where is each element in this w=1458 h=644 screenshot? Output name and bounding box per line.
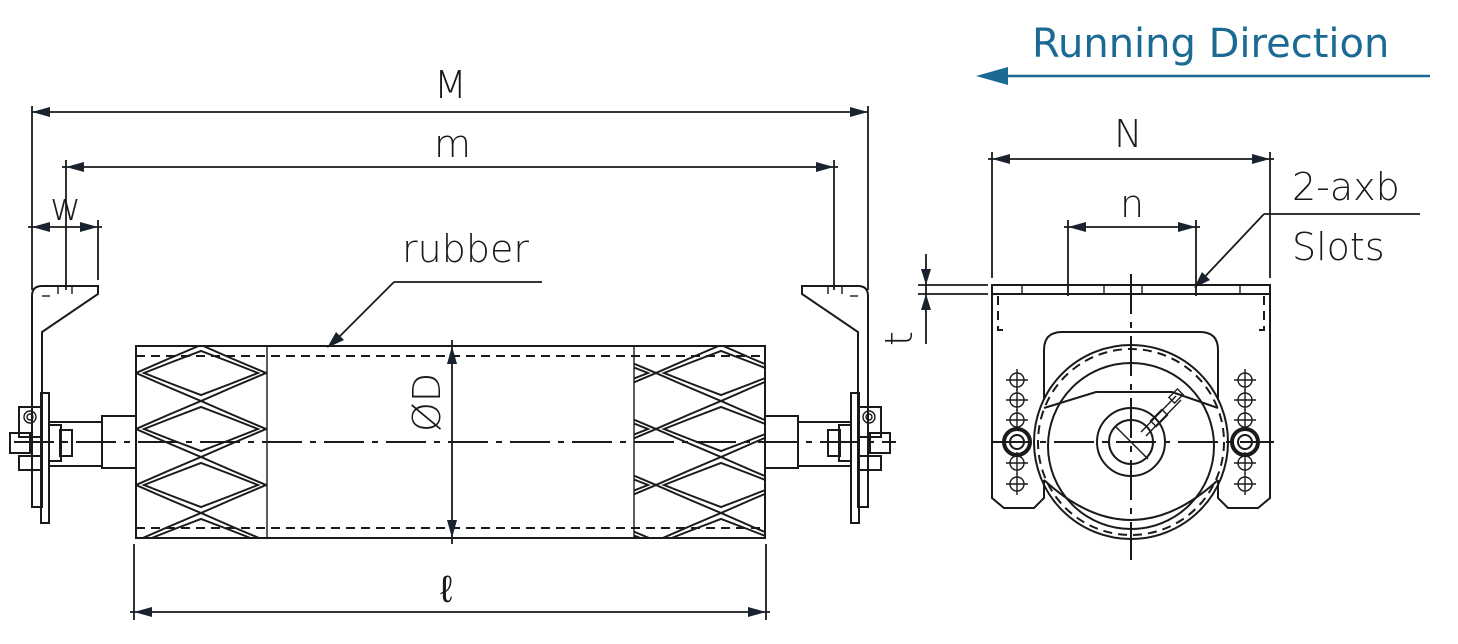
dimension-label-t: t bbox=[877, 331, 921, 346]
dimension-OD: ØD bbox=[405, 340, 457, 544]
arrow-icon bbox=[447, 520, 457, 538]
arrow-icon bbox=[32, 107, 50, 117]
adjustment-holes-left bbox=[1002, 369, 1032, 495]
callout-label-slots: Slots bbox=[1292, 225, 1385, 269]
dimension-label-l: ℓ bbox=[440, 567, 452, 611]
side-view: M m w rubber bbox=[9, 63, 896, 620]
grease-nipple-icon bbox=[1140, 387, 1185, 437]
dimension-m: m bbox=[62, 122, 838, 290]
dimension-l: ℓ bbox=[130, 544, 770, 620]
arrow-icon bbox=[1252, 154, 1270, 164]
arrow-icon bbox=[748, 607, 766, 617]
arrow-icon bbox=[1178, 222, 1196, 232]
running-direction-label: Running Direction bbox=[1032, 21, 1389, 67]
adjustment-holes-right bbox=[1230, 369, 1260, 495]
dimension-w: w bbox=[28, 185, 102, 280]
arrow-icon bbox=[32, 222, 50, 232]
callout-slots: 2-axb Slots bbox=[1194, 165, 1420, 288]
arrow-icon bbox=[447, 346, 457, 364]
right-bracket bbox=[801, 285, 891, 524]
running-direction: Running Direction bbox=[976, 21, 1430, 85]
callout-rubber: rubber bbox=[327, 227, 542, 348]
running-direction-arrow-icon bbox=[976, 67, 1008, 85]
arrow-icon bbox=[921, 294, 931, 310]
arrow-icon bbox=[1068, 222, 1086, 232]
dimension-label-OD: ØD bbox=[405, 373, 449, 432]
dimension-label-n: n bbox=[1120, 182, 1144, 226]
arrow-icon bbox=[921, 269, 931, 285]
arrow-icon bbox=[850, 107, 868, 117]
dimension-t: t bbox=[877, 254, 988, 346]
dimension-N: N bbox=[988, 112, 1274, 278]
callout-label-slots-size: 2-axb bbox=[1292, 165, 1400, 209]
dimension-label-w: w bbox=[50, 185, 81, 229]
arrow-icon bbox=[66, 162, 84, 172]
arrow-icon bbox=[327, 332, 344, 348]
callout-label-rubber: rubber bbox=[402, 227, 529, 271]
dimension-label-M: M bbox=[434, 63, 467, 107]
left-bracket bbox=[9, 285, 99, 524]
dimension-label-N: N bbox=[1114, 112, 1142, 156]
arrow-icon bbox=[816, 162, 834, 172]
dimension-M: M bbox=[31, 63, 869, 290]
arrow-icon bbox=[992, 154, 1010, 164]
dimension-label-m: m bbox=[434, 122, 471, 166]
arrow-icon bbox=[80, 222, 98, 232]
arrow-icon bbox=[134, 607, 152, 617]
dimension-n: n bbox=[1064, 182, 1200, 296]
side-plates bbox=[991, 294, 1271, 509]
end-view: N n 2-axb Slots t bbox=[877, 112, 1420, 560]
